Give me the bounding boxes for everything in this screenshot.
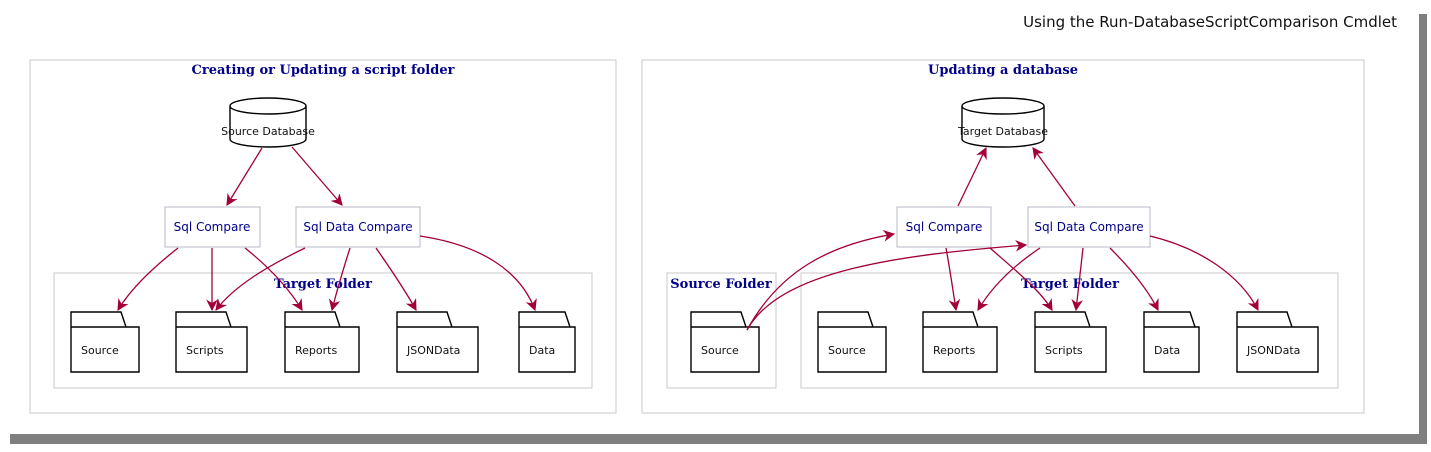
edge-sqldatacompare-to-reports (328, 247, 351, 312)
left-sql-compare-node: Sql Compare (164, 206, 261, 248)
left-sql-compare-label: Sql Compare (174, 220, 251, 234)
right-sql-compare-node: Sql Compare (896, 206, 992, 248)
right-source-folder-title: Source Folder (670, 277, 772, 292)
right-folder-jsondata-label: JSONData (1246, 344, 1300, 357)
left-sql-data-compare-node: Sql Data Compare (295, 206, 421, 248)
right-folder-data: Data (1143, 311, 1200, 373)
edge-sqlcompare-to-targetdb (957, 146, 987, 207)
edge-sqldatacompare-to-scripts (215, 247, 306, 311)
target-database-label: Target Database (957, 125, 1048, 138)
right-sql-data-compare-label: Sql Data Compare (1034, 220, 1143, 234)
edge-sqldatacompare-to-scripts (1071, 247, 1084, 312)
edge-sqlcompare-to-reports (945, 247, 961, 312)
left-folder-reports-label: Reports (295, 344, 337, 357)
left-panel: Creating or Updating a script folder Tar… (29, 59, 617, 414)
diagram-title: Using the Run-DatabaseScriptComparison C… (1023, 13, 1397, 31)
right-sql-compare-label: Sql Compare (906, 220, 983, 234)
source-database-node: Source Database (221, 97, 315, 148)
left-folder-source-label: Source (81, 344, 119, 357)
edge-sqlcompare-to-scripts (989, 247, 1053, 312)
right-folder-scripts: Scripts (1034, 311, 1107, 373)
right-panel: Updating a database Source Folder Target… (641, 59, 1365, 414)
right-source-folder-source: Source (690, 311, 760, 373)
edge-sqldatacompare-to-targetdb (1032, 147, 1076, 207)
left-folder-jsondata-label: JSONData (406, 344, 460, 357)
left-folder-reports: Reports (284, 311, 360, 373)
source-database-label: Source Database (221, 125, 315, 138)
edge-sqldatacompare-to-jsondata (375, 247, 417, 312)
edge-sqldatacompare-to-data (1109, 247, 1159, 312)
left-sql-data-compare-label: Sql Data Compare (303, 220, 412, 234)
edge-sqldatacompare-to-jsondata (1149, 235, 1259, 312)
left-target-folder-title: Target Folder (274, 277, 372, 292)
right-panel-title: Updating a database (928, 63, 1078, 78)
edge-sqldatacompare-to-reports (977, 247, 1041, 312)
edge-sourcefolder-to-sqldatacompare (746, 240, 1028, 331)
edge-sourcefolder-to-sqlcompare (746, 230, 896, 331)
left-folder-source: Source (70, 311, 140, 373)
right-target-folder-title: Target Folder (1021, 277, 1119, 292)
right-folder-data-label: Data (1154, 344, 1180, 357)
edge-sqlcompare-to-source (117, 247, 179, 312)
edge-sqlcompare-to-reports (244, 247, 303, 312)
left-folder-data: Data (518, 311, 576, 373)
edge-sqldatacompare-to-data (419, 235, 537, 312)
right-folder-source: Source (817, 311, 887, 373)
right-sql-data-compare-node: Sql Data Compare (1027, 206, 1151, 248)
left-panel-title: Creating or Updating a script folder (192, 63, 455, 78)
right-folder-reports: Reports (922, 311, 998, 373)
right-source-folder-source-label: Source (701, 344, 739, 357)
right-folder-scripts-label: Scripts (1045, 344, 1083, 357)
left-folder-data-label: Data (529, 344, 555, 357)
edge-sourcedb-to-sqldatacompare (291, 146, 343, 206)
edge-sourcedb-to-sqlcompare (226, 147, 263, 206)
left-folder-scripts: Scripts (175, 311, 248, 373)
right-folder-jsondata: JSONData (1236, 311, 1319, 373)
right-folder-reports-label: Reports (933, 344, 975, 357)
right-folder-source-label: Source (828, 344, 866, 357)
left-folder-scripts-label: Scripts (186, 344, 224, 357)
target-database-node: Target Database (957, 97, 1048, 148)
left-folder-jsondata: JSONData (396, 311, 479, 373)
